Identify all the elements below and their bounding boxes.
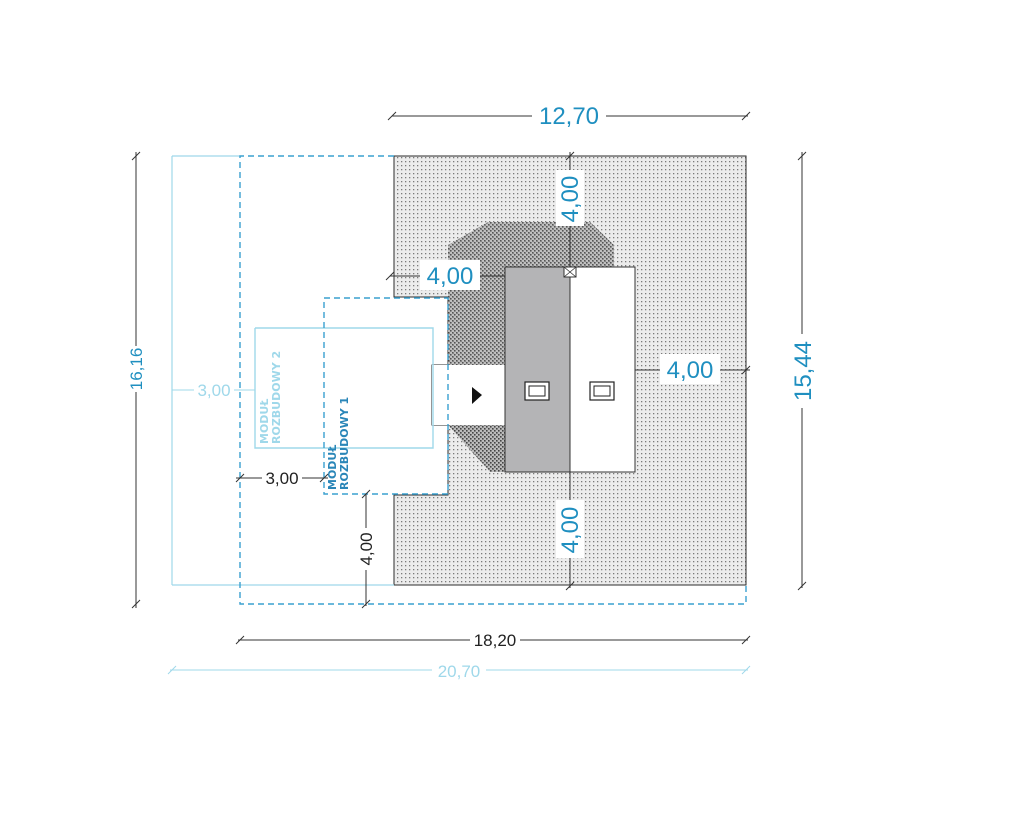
module1-outline: [323, 297, 449, 495]
label-bg: [556, 170, 584, 226]
dimension-tick: [741, 111, 751, 121]
dimension-tick: [741, 635, 751, 645]
dimension-left-setback: 4,00: [427, 263, 474, 290]
dimension-module1-width: 3,00: [265, 469, 298, 488]
roof-window-inner: [528, 385, 546, 397]
entrance-arrow-icon: [472, 387, 482, 404]
label-bg: [126, 346, 148, 392]
label-bg: [788, 334, 818, 408]
dimension-tick: [235, 635, 245, 645]
label-bg: [262, 466, 302, 488]
dimension-tick: [131, 599, 141, 609]
roof-window-inner: [593, 385, 611, 397]
dimension-module2-width: 3,00: [197, 381, 230, 400]
dimension-tick: [167, 665, 177, 675]
dimension-tick: [387, 111, 397, 121]
dimension-tick: [741, 665, 751, 675]
module2-outline: [254, 327, 434, 449]
dimension-tick: [565, 581, 575, 591]
dimension-tick: [131, 151, 141, 161]
roof-left-slope: [504, 266, 571, 473]
dimension-width-with-module2: 20,70: [438, 662, 481, 681]
dimension-tick: [319, 473, 329, 483]
module2-label: MODUŁ ROZBUDOWY 2: [258, 351, 283, 444]
dimension-module1-bottom: 4,00: [357, 532, 376, 565]
dimension-width-with-module1: 18,20: [474, 631, 517, 650]
dimension-tick: [741, 365, 751, 375]
dimension-tick: [361, 489, 371, 499]
label-bg: [356, 528, 376, 570]
dimension-tick: [235, 473, 245, 483]
label-bg: [660, 354, 720, 384]
label-bg: [532, 100, 606, 130]
dimension-tick: [385, 271, 395, 281]
dimension-tick: [797, 581, 807, 591]
label-bg: [556, 500, 584, 558]
dimension-total-height: 15,44: [790, 341, 817, 401]
entrance-path: [432, 365, 505, 425]
house-shadow-lower: [448, 425, 505, 472]
chimney-icon: [563, 266, 577, 278]
dimension-bottom-setback: 4,00: [557, 507, 584, 554]
module1-label: MODUŁ ROZBUDOWY 1: [326, 397, 351, 490]
dimension-height-with-module2: 16,16: [127, 348, 146, 391]
dimension-tick: [797, 151, 807, 161]
roof-right-slope: [569, 266, 636, 473]
module1-extent-outline: [239, 155, 747, 605]
dimension-right-setback: 4,00: [667, 357, 714, 384]
label-bg: [470, 628, 520, 650]
label-bg: [420, 260, 480, 290]
dimension-tick: [361, 599, 371, 609]
dimension-total-width: 12,70: [539, 103, 599, 130]
dimension-tick: [565, 151, 575, 161]
label-bg: [194, 380, 234, 400]
label-bg: [432, 660, 486, 682]
dimension-top-setback: 4,00: [557, 176, 584, 223]
